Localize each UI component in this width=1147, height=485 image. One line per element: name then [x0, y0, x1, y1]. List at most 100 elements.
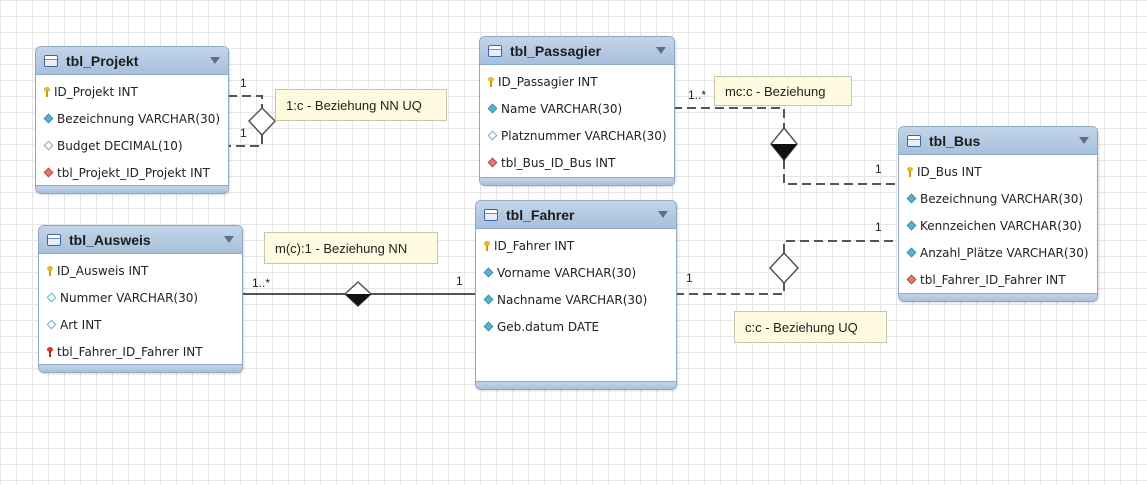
entity-header[interactable]: tbl_Ausweis [39, 226, 242, 254]
cardinality-label: 1 [875, 220, 882, 234]
relationship-diamond-ausweis-fahrer-fill [345, 294, 371, 306]
attribute-name: Geb.datum DATE [497, 319, 600, 334]
attribute-row[interactable]: Geb.datum DATE [476, 313, 676, 340]
connector-projekt-self[interactable] [228, 95, 263, 147]
attribute-list: ID_Bus INT Bezeichnung VARCHAR(30) Kennz… [899, 155, 1097, 293]
relationship-label-passagier-bus[interactable]: mc:c - Beziehung [714, 76, 852, 106]
entity-title: tbl_Fahrer [506, 206, 575, 223]
foreign-key-diamond-icon [487, 157, 498, 168]
nullable-diamond-icon [46, 292, 57, 303]
attribute-name: Nummer VARCHAR(30) [60, 290, 199, 305]
attribute-list: ID_Passagier INT Name VARCHAR(30) Platzn… [480, 65, 674, 176]
table-icon [44, 54, 58, 67]
relationship-label-ausweis-fahrer[interactable]: m(c):1 - Beziehung NN [264, 232, 438, 264]
collapse-icon[interactable] [210, 57, 220, 64]
foreign-key-diamond-icon [906, 274, 917, 285]
attribute-name: Name VARCHAR(30) [501, 101, 623, 116]
cardinality-label: 1 [240, 126, 247, 140]
attribute-list: ID_Projekt INT Bezeichnung VARCHAR(30) B… [36, 75, 228, 186]
entity-title: tbl_Ausweis [69, 231, 151, 248]
attribute-row[interactable]: Nummer VARCHAR(30) [39, 284, 242, 311]
attribute-name: Kennzeichen VARCHAR(30) [920, 218, 1082, 233]
attribute-name: ID_Passagier INT [498, 74, 598, 89]
not-null-diamond-icon [483, 294, 494, 305]
not-null-diamond-icon [487, 103, 498, 114]
table-icon [488, 44, 502, 57]
attribute-name: Bezeichnung VARCHAR(30) [57, 111, 221, 126]
entity-footer [39, 364, 242, 372]
attribute-row[interactable]: Bezeichnung VARCHAR(30) [899, 185, 1097, 212]
attribute-name: Anzahl_Plätze VARCHAR(30) [920, 245, 1089, 260]
attribute-row[interactable]: Anzahl_Plätze VARCHAR(30) [899, 239, 1097, 266]
cardinality-label: 1 [456, 274, 463, 288]
entity-header[interactable]: tbl_Passagier [480, 37, 674, 65]
attribute-row[interactable]: ID_Passagier INT [480, 68, 674, 95]
attribute-row[interactable]: ID_Ausweis INT [39, 257, 242, 284]
attribute-name: Nachname VARCHAR(30) [497, 292, 648, 307]
connector-passagier-bus[interactable] [673, 107, 900, 185]
not-null-diamond-icon [906, 193, 917, 204]
entity-header[interactable]: tbl_Bus [899, 127, 1097, 155]
attribute-row[interactable]: Bezeichnung VARCHAR(30) [36, 105, 228, 132]
attribute-name: Art INT [60, 317, 102, 332]
collapse-icon[interactable] [658, 211, 668, 218]
cardinality-label: 1 [875, 162, 882, 176]
attribute-row[interactable]: Name VARCHAR(30) [480, 95, 674, 122]
collapse-icon[interactable] [656, 47, 666, 54]
attribute-row[interactable]: Budget DECIMAL(10) [36, 132, 228, 159]
attribute-name: tbl_Fahrer_ID_Fahrer INT [57, 344, 203, 359]
entity-title: tbl_Projekt [66, 52, 139, 69]
foreign-primary-key-icon [47, 346, 53, 357]
entity-tbl-passagier[interactable]: tbl_Passagier ID_Passagier INT Name VARC… [479, 36, 675, 186]
relationship-diamond-fahrer-bus[interactable] [768, 251, 800, 285]
attribute-row[interactable]: tbl_Projekt_ID_Projekt INT [36, 159, 228, 186]
attribute-row[interactable]: Vorname VARCHAR(30) [476, 259, 676, 286]
attribute-row[interactable]: tbl_Bus_ID_Bus INT [480, 149, 674, 176]
entity-footer [899, 293, 1097, 301]
table-icon [47, 233, 61, 246]
connector-fahrer-bus[interactable] [675, 240, 900, 295]
collapse-icon[interactable] [224, 236, 234, 243]
entity-header[interactable]: tbl_Projekt [36, 47, 228, 75]
not-null-diamond-icon [43, 113, 54, 124]
attribute-row[interactable]: Nachname VARCHAR(30) [476, 286, 676, 313]
attribute-name: ID_Projekt INT [54, 84, 138, 99]
attribute-name: Budget DECIMAL(10) [57, 138, 183, 153]
entity-tbl-projekt[interactable]: tbl_Projekt ID_Projekt INT Bezeichnung V… [35, 46, 229, 194]
attribute-row[interactable]: ID_Fahrer INT [476, 232, 676, 259]
cardinality-label: 1 [686, 271, 693, 285]
entity-title: tbl_Bus [929, 132, 981, 149]
cardinality-label: 1..* [252, 276, 271, 290]
attribute-name: ID_Bus INT [917, 164, 982, 179]
entity-tbl-bus[interactable]: tbl_Bus ID_Bus INT Bezeichnung VARCHAR(3… [898, 126, 1098, 302]
attribute-row[interactable]: tbl_Fahrer_ID_Fahrer INT [899, 266, 1097, 293]
relationship-diamond-passagier-bus-fill [771, 144, 797, 160]
attribute-name: ID_Ausweis INT [57, 263, 149, 278]
not-null-diamond-icon [483, 321, 494, 332]
collapse-icon[interactable] [1079, 137, 1089, 144]
cardinality-label: 1 [240, 76, 247, 90]
relationship-label-projekt[interactable]: 1:c - Beziehung NN UQ [275, 89, 447, 121]
nullable-diamond-icon [43, 140, 54, 151]
attribute-name: Platznummer VARCHAR(30) [501, 128, 667, 143]
attribute-list: ID_Ausweis INT Nummer VARCHAR(30) Art IN… [39, 254, 242, 365]
table-icon [907, 134, 921, 147]
relationship-label-fahrer-bus[interactable]: c:c - Beziehung UQ [734, 311, 887, 343]
entity-tbl-ausweis[interactable]: tbl_Ausweis ID_Ausweis INT Nummer VARCHA… [38, 225, 243, 373]
entity-header[interactable]: tbl_Fahrer [476, 201, 676, 229]
attribute-row[interactable]: Art INT [39, 311, 242, 338]
attribute-row[interactable]: Platznummer VARCHAR(30) [480, 122, 674, 149]
attribute-row[interactable]: ID_Projekt INT [36, 78, 228, 105]
attribute-row[interactable]: Kennzeichen VARCHAR(30) [899, 212, 1097, 239]
nullable-diamond-icon [46, 319, 57, 330]
relationship-diamond-projekt[interactable] [247, 106, 277, 137]
entity-footer [476, 381, 676, 389]
entity-tbl-fahrer[interactable]: tbl_Fahrer ID_Fahrer INT Vorname VARCHAR… [475, 200, 677, 390]
attribute-row[interactable]: ID_Bus INT [899, 158, 1097, 185]
primary-key-icon [47, 265, 53, 276]
not-null-diamond-icon [906, 247, 917, 258]
attribute-row[interactable]: tbl_Fahrer_ID_Fahrer INT [39, 338, 242, 365]
not-null-diamond-icon [483, 267, 494, 278]
primary-key-icon [44, 86, 50, 97]
attribute-name: tbl_Bus_ID_Bus INT [501, 155, 616, 170]
